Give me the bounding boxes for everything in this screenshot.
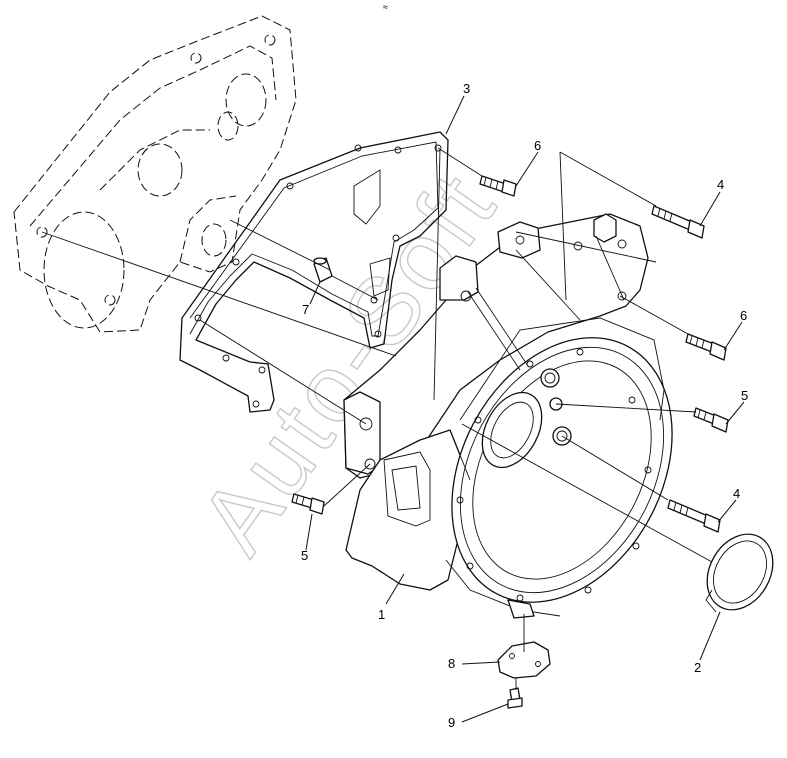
screw-part-9 [507, 687, 523, 709]
bolt-part-6-right [685, 333, 727, 361]
bolt-part-5-right [693, 407, 729, 433]
callout-6-right: 6 [740, 308, 747, 323]
callout-3: 3 [463, 81, 470, 96]
bolt-part-6-upper [479, 175, 517, 197]
bolt-part-4-lower [667, 499, 721, 533]
leader-lines [305, 95, 745, 723]
callout-1: 1 [378, 607, 385, 622]
callout-2: 2 [694, 660, 701, 675]
callout-5-right: 5 [741, 388, 748, 403]
bolt-part-4-upper [651, 205, 705, 239]
bolt-part-5-left [291, 493, 325, 515]
corner-mark: ≈ [383, 2, 388, 12]
callout-6-upper: 6 [534, 138, 541, 153]
cover-plate-part-8 [497, 641, 551, 679]
callout-5-left: 5 [301, 548, 308, 563]
callout-9: 9 [448, 715, 455, 730]
alignment-lines [41, 147, 713, 690]
gasket-part-3 [179, 131, 449, 413]
callout-8: 8 [448, 656, 455, 671]
callout-7: 7 [302, 302, 309, 317]
timing-case-phantom [13, 15, 297, 333]
flywheel-housing-part-1 [343, 213, 673, 619]
callout-4-lower: 4 [733, 486, 740, 501]
callout-4-upper: 4 [717, 177, 724, 192]
seal-ring-part-2 [705, 533, 774, 613]
callouts: 1 2 3 4 4 5 5 6 6 7 8 9 [301, 81, 748, 730]
